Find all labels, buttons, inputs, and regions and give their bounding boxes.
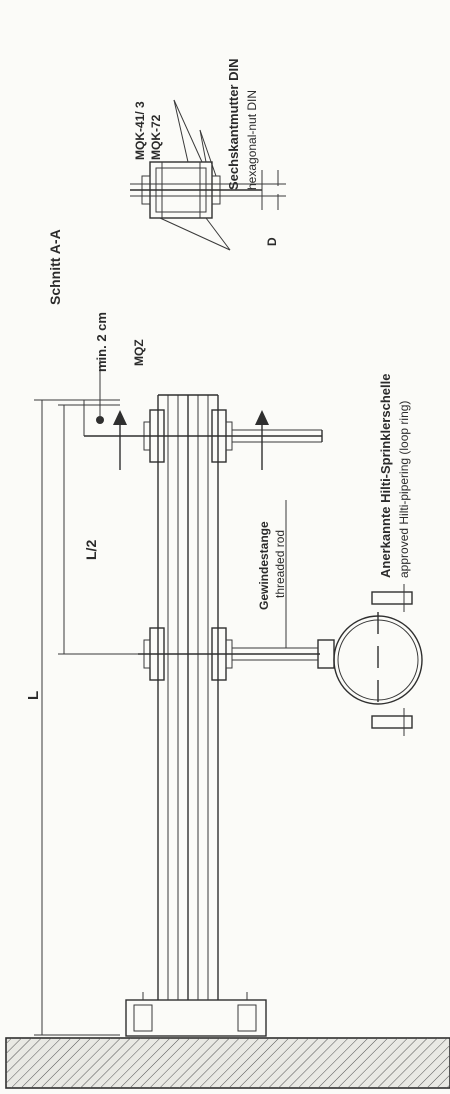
section-arrows bbox=[113, 410, 269, 470]
connector-end bbox=[84, 409, 322, 463]
section-title: Schnitt A-A bbox=[47, 229, 63, 305]
connector-mid bbox=[138, 627, 335, 681]
channel-label-2: MQK-72 bbox=[149, 114, 163, 160]
labels: Schnitt A-A Sechskantmutter DIN hexagona… bbox=[25, 59, 411, 700]
hex-nut-label-en: hexagonal-nut DIN bbox=[245, 90, 259, 190]
half-length-label: L/2 bbox=[83, 540, 99, 560]
min-distance-label: min. 2 cm bbox=[94, 312, 109, 372]
threaded-rod-label-en: threaded rod bbox=[273, 530, 287, 598]
threaded-rod-label: Gewindestange bbox=[257, 521, 271, 610]
dimension-d-label: D bbox=[265, 237, 279, 246]
pipe-clamp-icon bbox=[333, 584, 423, 736]
dimension-lines bbox=[34, 360, 138, 1036]
hex-nut-label: Sechskantmutter DIN bbox=[226, 59, 241, 190]
base-plate bbox=[125, 992, 267, 1037]
clamp-label-en: approved Hilti-pipering (loop ring) bbox=[397, 401, 411, 578]
length-label: L bbox=[25, 691, 42, 700]
wall bbox=[5, 1037, 450, 1089]
connector-label: MQZ bbox=[132, 339, 146, 366]
channel-label-1: MQK-41/ 3 bbox=[133, 101, 147, 160]
channel-beam bbox=[157, 394, 219, 1000]
clamp-label: Anerkannte Hilti-Sprinklerschelle bbox=[378, 374, 393, 578]
threaded-rod bbox=[232, 429, 323, 661]
section-detail bbox=[130, 99, 286, 251]
